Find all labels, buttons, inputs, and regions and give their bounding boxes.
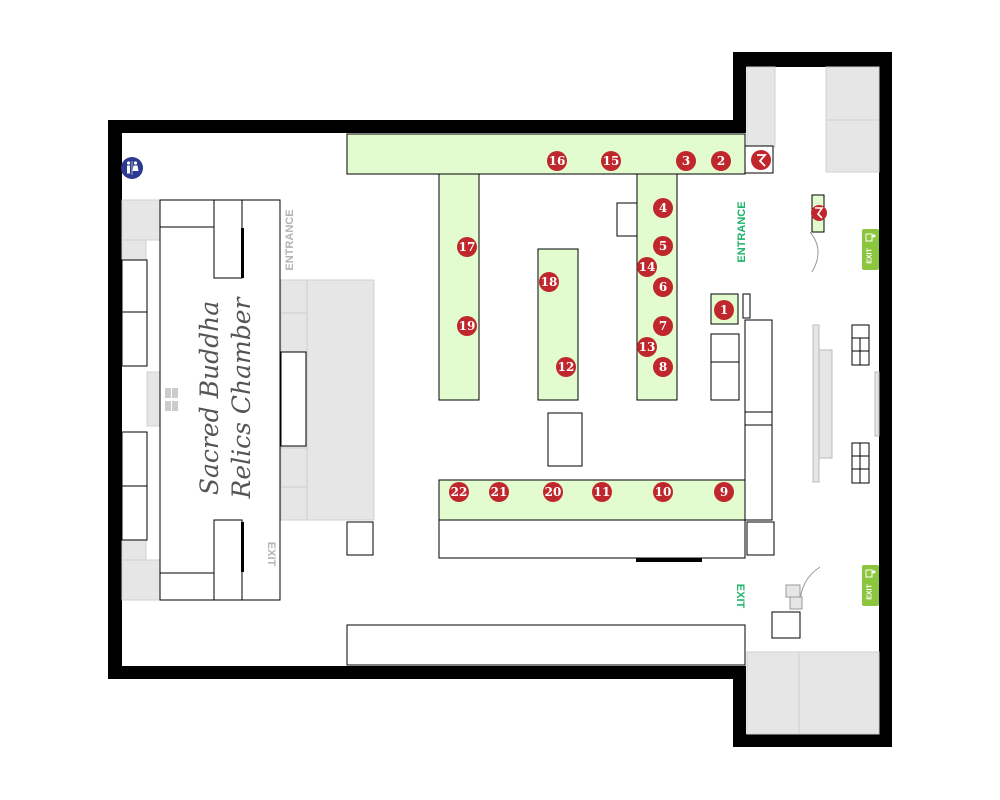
svg-text:9: 9: [720, 485, 728, 499]
exhibit-marker[interactable]: 4: [653, 198, 673, 218]
svg-text:4: 4: [659, 201, 667, 215]
chamber-exit-label: EXIT: [265, 542, 277, 567]
exhibit-marker[interactable]: 13: [637, 337, 657, 357]
exhibit-marker[interactable]: 6: [653, 277, 673, 297]
exhibit-marker[interactable]: 8: [653, 357, 673, 377]
exhibit-marker[interactable]: 2: [711, 151, 731, 171]
svg-text:7: 7: [659, 319, 667, 333]
svg-text:20: 20: [545, 485, 562, 499]
exhibit-marker[interactable]: 22: [449, 482, 469, 502]
exhibit-marker[interactable]: 11: [592, 482, 612, 502]
chamber-entrance-label: ENTRANCE: [284, 209, 296, 270]
svg-text:6: 6: [659, 280, 667, 294]
exhibit-marker[interactable]: 3: [676, 151, 696, 171]
exhibit-marker[interactable]: 14: [637, 257, 657, 277]
svg-text:10: 10: [655, 485, 672, 499]
bench: [636, 558, 702, 562]
floor: [122, 67, 879, 734]
svg-text:5: 5: [659, 239, 667, 253]
chamber-title-line2: Relics Chamber: [227, 295, 256, 499]
exhibit-marker[interactable]: 7: [653, 316, 673, 336]
svg-text:11: 11: [594, 485, 611, 499]
main-exit-label: EXIT: [734, 584, 746, 609]
svg-text:16: 16: [549, 154, 566, 168]
exhibit-marker[interactable]: 15: [601, 151, 621, 171]
display-case-17-19: [438, 173, 480, 401]
exhibit-marker[interactable]: 12: [556, 357, 576, 377]
display-case-bottom: [438, 479, 746, 521]
reception-icon: [751, 150, 771, 170]
svg-text:14: 14: [639, 260, 656, 274]
svg-text:15: 15: [603, 154, 620, 168]
exhibit-marker[interactable]: 9: [714, 482, 734, 502]
restroom-icon: [121, 157, 143, 179]
exhibit-marker[interactable]: 1: [714, 300, 734, 320]
exhibit-marker[interactable]: 21: [489, 482, 509, 502]
gray-fixtures: [121, 66, 880, 735]
svg-text:13: 13: [639, 340, 656, 354]
svg-text:19: 19: [459, 319, 476, 333]
exhibit-marker[interactable]: 5: [653, 236, 673, 256]
svg-text:2: 2: [717, 154, 725, 168]
svg-text:22: 22: [451, 485, 468, 499]
exit-sign-label: EXIT: [867, 247, 874, 263]
svg-text:8: 8: [659, 360, 667, 374]
exhibit-marker[interactable]: 20: [543, 482, 563, 502]
svg-text:17: 17: [459, 240, 476, 254]
emergency-exit-sign-icon: EXIT: [862, 565, 879, 606]
relics-chamber: Sacred Buddha Relics Chamber ENTRANCE EX…: [121, 199, 307, 601]
center-column: [812, 324, 880, 483]
main-entrance-label: ENTRANCE: [736, 201, 748, 262]
display-case-18-12: [537, 248, 579, 401]
exhibit-marker[interactable]: 10: [653, 482, 673, 502]
svg-text:1: 1: [720, 303, 728, 317]
doors: [785, 231, 821, 610]
svg-text:18: 18: [541, 275, 558, 289]
exhibit-marker[interactable]: 16: [547, 151, 567, 171]
chamber-title-line1: Sacred Buddha: [195, 301, 224, 495]
svg-text:3: 3: [682, 154, 690, 168]
svg-text:12: 12: [558, 360, 575, 374]
exhibit-markers: 1 2 3 4 5 6 7 8 9 10 11 12 13 14 15 16 1…: [449, 151, 734, 502]
emergency-exit-sign-icon: EXIT: [862, 229, 879, 270]
exhibit-marker[interactable]: 18: [539, 272, 559, 292]
gray-panel-lines: [281, 280, 308, 520]
svg-text:21: 21: [491, 485, 508, 499]
exhibit-marker[interactable]: 19: [457, 316, 477, 336]
exit-sign-label: EXIT: [867, 583, 874, 599]
white-furniture: [346, 145, 870, 666]
exhibit-marker[interactable]: 17: [457, 237, 477, 257]
info-desk: [811, 194, 827, 233]
